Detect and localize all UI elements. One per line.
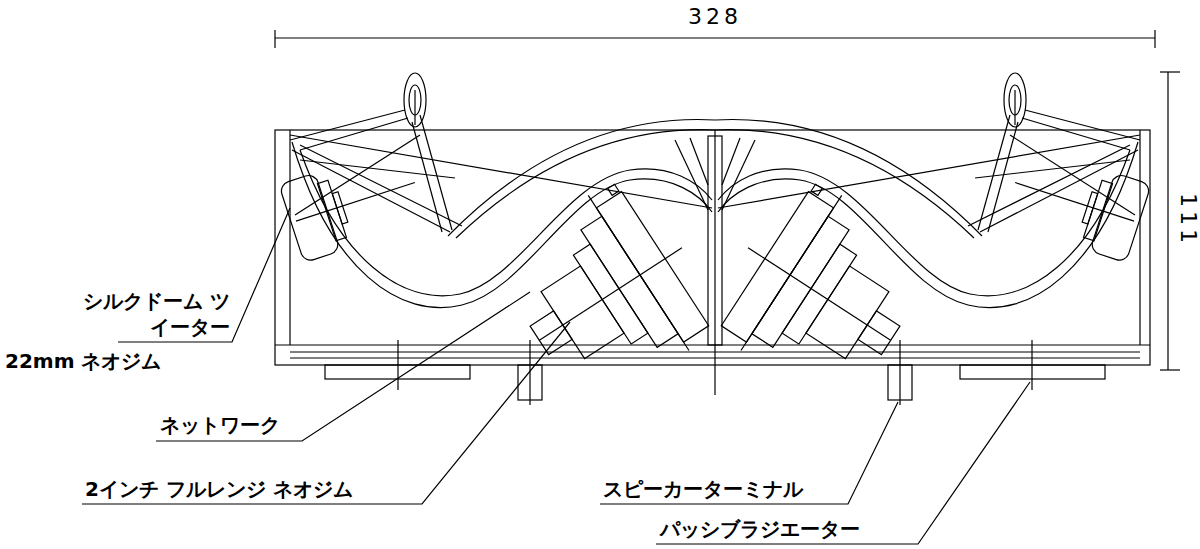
part-label: パッシブラジエーター — [660, 516, 860, 542]
part-label: 2インチ フルレンジ ネオジム — [85, 476, 353, 502]
dimension-label: 111 — [1175, 180, 1200, 260]
part-label: 22mm ネオジム — [5, 348, 161, 374]
dimension-label: 328 — [625, 4, 805, 30]
part-label: スピーカーターミナル — [603, 476, 803, 502]
part-label: ネットワーク — [160, 412, 280, 438]
part-label: シルクドーム ツイーター — [70, 288, 230, 340]
